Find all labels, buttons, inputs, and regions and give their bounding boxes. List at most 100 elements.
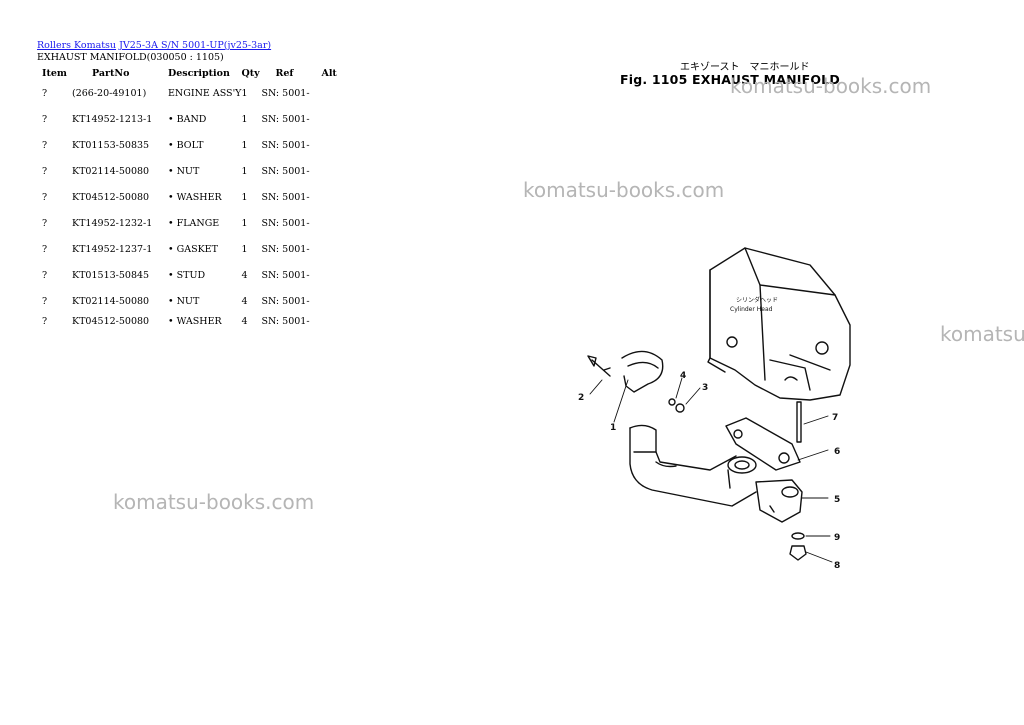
callout-7: 7 — [832, 413, 838, 423]
breadcrumb-link-category[interactable]: Rollers Komatsu — [37, 40, 117, 51]
cell-alt — [321, 210, 341, 236]
cell-item: ? — [42, 269, 48, 281]
watermark-text: komatsu-books.com — [940, 322, 1024, 346]
table-row: ? KT04512-50080 • WASHER 1 SN: 5001- — [37, 184, 341, 210]
cell-description: • WASHER — [168, 191, 222, 203]
cell-item: ? — [42, 217, 48, 229]
head-label-en: Cylinder Head — [730, 306, 773, 313]
breadcrumb-link-model[interactable]: JV25-3A S/N 5001-UP(jv25-3ar) — [119, 40, 272, 51]
cell-alt — [321, 158, 341, 184]
cell-description: • NUT — [168, 295, 200, 307]
cell-item: ? — [42, 113, 48, 125]
cell-alt — [321, 184, 341, 210]
nut-bottom-drawing — [789, 545, 807, 561]
cell-description: • STUD — [168, 269, 206, 281]
cell-ref: SN: 5001- — [261, 315, 310, 327]
cell-qty: 1 — [241, 87, 248, 99]
cell-qty: 1 — [241, 139, 248, 151]
bolt-drawing — [587, 355, 611, 377]
header-description: Description — [168, 67, 230, 79]
table-row: ? KT04512-50080 • WASHER 4 SN: 5001- — [37, 314, 341, 328]
table-row: ? (266-20-49101) ENGINE ASS'Y 1 SN: 5001… — [37, 80, 341, 106]
head-label-jp: シリンダヘッド — [736, 296, 778, 304]
callout-4: 4 — [680, 371, 686, 381]
table-row: ? KT14952-1213-1 • BAND 1 SN: 5001- — [37, 106, 341, 132]
figure-title: Fig. 1105 EXHAUST MANIFOLD — [620, 72, 840, 87]
cell-item: ? — [42, 243, 48, 255]
cell-qty: 4 — [241, 315, 248, 327]
cylinder-head-drawing — [707, 247, 851, 401]
cell-item: ? — [42, 315, 48, 327]
header-item: Item — [42, 67, 67, 79]
table-row: ? KT02114-50080 • NUT 4 SN: 5001- — [37, 288, 341, 314]
cell-partno: KT04512-50080 — [72, 191, 150, 203]
washer-drawing — [668, 398, 676, 406]
cell-description: ENGINE ASS'Y — [168, 87, 242, 99]
table-row: ? KT01513-50845 • STUD 4 SN: 5001- — [37, 262, 341, 288]
callout-8: 8 — [834, 561, 840, 571]
cell-ref: SN: 5001- — [261, 269, 310, 281]
cell-item: ? — [42, 87, 48, 99]
page-subtitle: EXHAUST MANIFOLD(030050 : 1105) — [37, 52, 224, 63]
table-header-row: Item PartNo Description Qty Ref Alt — [37, 66, 341, 80]
cell-partno: KT14952-1237-1 — [72, 243, 153, 255]
table-row: ? KT01153-50835 • BOLT 1 SN: 5001- — [37, 132, 341, 158]
cell-item: ? — [42, 165, 48, 177]
cell-alt — [321, 288, 341, 314]
watermark-text: komatsu-books.com — [523, 178, 725, 202]
band-drawing — [621, 350, 664, 393]
cell-ref: SN: 5001- — [261, 243, 310, 255]
cell-ref: SN: 5001- — [261, 217, 310, 229]
cell-partno: KT02114-50080 — [72, 295, 150, 307]
cell-qty: 1 — [241, 191, 248, 203]
cell-alt — [321, 262, 341, 288]
cell-partno: KT02114-50080 — [72, 165, 150, 177]
cell-description: • NUT — [168, 165, 200, 177]
washer-bottom-drawing — [791, 532, 805, 540]
header-alt: Alt — [321, 67, 337, 79]
callout-9: 9 — [834, 533, 840, 543]
cell-alt — [321, 80, 341, 106]
cell-description: • WASHER — [168, 315, 222, 327]
cell-qty: 1 — [241, 113, 248, 125]
cell-alt — [321, 236, 341, 262]
cell-ref: SN: 5001- — [261, 87, 310, 99]
exhaust-manifold-diagram: シリンダヘッド Cylinder Head — [578, 247, 851, 571]
callout-3: 3 — [702, 383, 708, 393]
table-row: ? KT02114-50080 • NUT 1 SN: 5001- — [37, 158, 341, 184]
cell-ref: SN: 5001- — [261, 113, 310, 125]
cell-alt — [321, 106, 341, 132]
cell-qty: 4 — [241, 269, 248, 281]
cell-item: ? — [42, 191, 48, 203]
header-qty: Qty — [241, 67, 260, 79]
cell-item: ? — [42, 295, 48, 307]
cell-description: • BAND — [168, 113, 207, 125]
nut-drawing — [675, 403, 685, 413]
callout-5: 5 — [834, 495, 840, 505]
cell-partno: KT01153-50835 — [72, 139, 150, 151]
callout-2: 2 — [578, 393, 584, 403]
cell-qty: 4 — [241, 295, 248, 307]
cell-partno: KT14952-1232-1 — [72, 217, 153, 229]
parts-table: Item PartNo Description Qty Ref Alt ? (2… — [37, 66, 341, 328]
cell-partno: KT01513-50845 — [72, 269, 150, 281]
table-row: ? KT14952-1237-1 • GASKET 1 SN: 5001- — [37, 236, 341, 262]
cell-partno: (266-20-49101) — [72, 87, 147, 99]
cell-ref: SN: 5001- — [261, 139, 310, 151]
figure-title-japanese: エキゾースト マニホールド — [680, 62, 810, 73]
cell-ref: SN: 5001- — [261, 165, 310, 177]
cell-qty: 1 — [241, 165, 248, 177]
callout-6: 6 — [834, 447, 840, 457]
leader-lines — [589, 377, 833, 563]
cell-description: • FLANGE — [168, 217, 220, 229]
manifold-drawing — [629, 424, 757, 507]
cell-alt — [321, 132, 341, 158]
flange-drawing — [755, 479, 803, 523]
cell-qty: 1 — [241, 243, 248, 255]
cell-item: ? — [42, 139, 48, 151]
cell-ref: SN: 5001- — [261, 295, 310, 307]
table-row: ? KT14952-1232-1 • FLANGE 1 SN: 5001- — [37, 210, 341, 236]
cell-description: • GASKET — [168, 243, 218, 255]
breadcrumb: Rollers Komatsu JV25-3A S/N 5001-UP(jv25… — [37, 40, 271, 51]
header-partno: PartNo — [92, 67, 130, 79]
